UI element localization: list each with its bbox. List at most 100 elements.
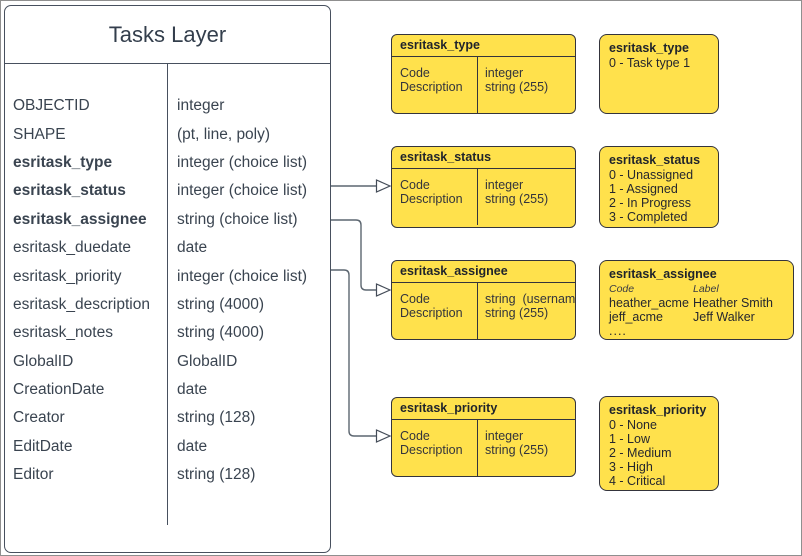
field-name: Creator (13, 409, 65, 427)
code-label-row: heather_acme Heather Smith (609, 296, 784, 310)
field-name: CreationDate (13, 381, 105, 399)
field-types: string (username) string (255) (485, 292, 576, 320)
field-row: esritask_duedate date (5, 234, 330, 262)
field-row: esritask_notes string (4000) (5, 319, 330, 347)
tasks-layer-title: Tasks Layer (5, 6, 330, 64)
field-name: GlobalID (13, 352, 74, 370)
field-type: integer (choice list) (177, 267, 308, 285)
field-type: string (4000) (177, 324, 265, 342)
domain-table-esritask-assignee: esritask_assignee Code Description strin… (391, 260, 576, 340)
connector-assignee (331, 219, 377, 291)
value-list-pairs: heather_acme Heather Smith jeff_acme Jeff W… (609, 296, 784, 324)
column-divider (167, 64, 168, 525)
field-row: GlobalID GlobalID (5, 348, 330, 376)
value-list-title: esritask_status (609, 153, 701, 167)
field-names: Code Description (400, 178, 463, 206)
code-value: jeff_acme (609, 310, 663, 324)
coded-value: 2 - In Progress (609, 196, 691, 210)
field-row: Editor string (128) (5, 461, 330, 489)
label-value: Heather Smith (693, 296, 773, 310)
coded-value: 0 - Unassigned (609, 168, 694, 182)
field-name: esritask_notes (13, 324, 113, 342)
arrowhead-priority (375, 429, 392, 443)
column-divider (477, 283, 478, 339)
coded-value: 3 - Completed (609, 210, 688, 224)
domain-table-title: esritask_status (392, 147, 575, 169)
domain-table-title: esritask_priority (392, 398, 575, 420)
coded-value: 1 - Assigned (609, 182, 678, 196)
field-type: date (177, 381, 208, 399)
field-row: SHAPE (pt, line, poly) (5, 120, 330, 148)
field-type: integer (choice list) (177, 153, 308, 171)
coded-value: 0 - None (609, 418, 657, 432)
field-row: esritask_type integer (choice list) (5, 149, 330, 177)
value-list-title: esritask_type (609, 41, 689, 55)
field-name: OBJECTID (13, 97, 90, 115)
value-list-title: esritask_assignee (609, 267, 717, 281)
col-header-code: Code (609, 283, 635, 295)
more-values-ellipsis: .... (609, 324, 627, 338)
coded-value: 0 - Task type 1 (609, 56, 691, 70)
field-type: string (choice list) (177, 210, 298, 228)
field-type: string (128) (177, 466, 256, 484)
domain-table-title: esritask_type (392, 35, 575, 57)
field-row: esritask_description string (4000) (5, 291, 330, 319)
field-type: (pt, line, poly) (177, 125, 271, 143)
field-names: Code Description (400, 66, 463, 94)
field-types: integer string (255) (485, 429, 549, 457)
code-value: heather_acme (609, 296, 689, 310)
coded-value: 2 - Medium (609, 446, 672, 460)
field-name: Editor (13, 466, 54, 484)
field-name: esritask_type (13, 153, 113, 171)
field-row: OBJECTID integer (5, 92, 330, 120)
value-list-esritask-assignee: esritask_assignee Code Label heather_acm… (599, 260, 794, 340)
column-divider (477, 420, 478, 476)
domain-table-esritask-type: esritask_type Code Description integer s… (391, 34, 576, 114)
field-name: esritask_status (13, 182, 126, 200)
value-list-items: 0 - Task type 1 (609, 56, 709, 70)
field-types: integer string (255) (485, 178, 549, 206)
field-type: integer (choice list) (177, 182, 308, 200)
field-names: Code Description (400, 292, 463, 320)
field-type: string (4000) (177, 295, 265, 313)
field-type: date (177, 239, 208, 257)
domain-table-title: esritask_assignee (392, 261, 575, 283)
label-value: Jeff Walker (693, 310, 755, 324)
field-name: esritask_assignee (13, 210, 147, 228)
field-name: esritask_duedate (13, 239, 132, 257)
domain-table-esritask-status: esritask_status Code Description integer… (391, 146, 576, 228)
domain-table-esritask-priority: esritask_priority Code Description integ… (391, 397, 576, 477)
field-row: Creator string (128) (5, 404, 330, 432)
field-types: integer string (255) (485, 66, 549, 94)
field-name: esritask_priority (13, 267, 122, 285)
value-list-title: esritask_priority (609, 403, 707, 417)
col-header-label: Label (693, 283, 719, 295)
coded-value: 4 - Critical (609, 474, 666, 488)
field-row: esritask_priority integer (choice list) (5, 262, 330, 290)
field-type: integer (177, 97, 225, 115)
arrowhead-status (375, 179, 392, 193)
field-type: date (177, 437, 208, 455)
field-row: esritask_assignee string (choice list) (5, 206, 330, 234)
field-names: Code Description (400, 429, 463, 457)
field-name: SHAPE (13, 125, 66, 143)
column-divider (477, 57, 478, 113)
column-divider (477, 169, 478, 225)
code-label-row: jeff_acme Jeff Walker (609, 310, 784, 324)
field-name: esritask_description (13, 295, 150, 313)
coded-value: 3 - High (609, 460, 653, 474)
field-row: esritask_status integer (choice list) (5, 177, 330, 205)
field-type: GlobalID (177, 352, 238, 370)
field-type: string (128) (177, 409, 256, 427)
connector-priority (331, 269, 377, 437)
coded-value: 1 - Low (609, 432, 650, 446)
arrowhead-assignee (375, 283, 392, 297)
